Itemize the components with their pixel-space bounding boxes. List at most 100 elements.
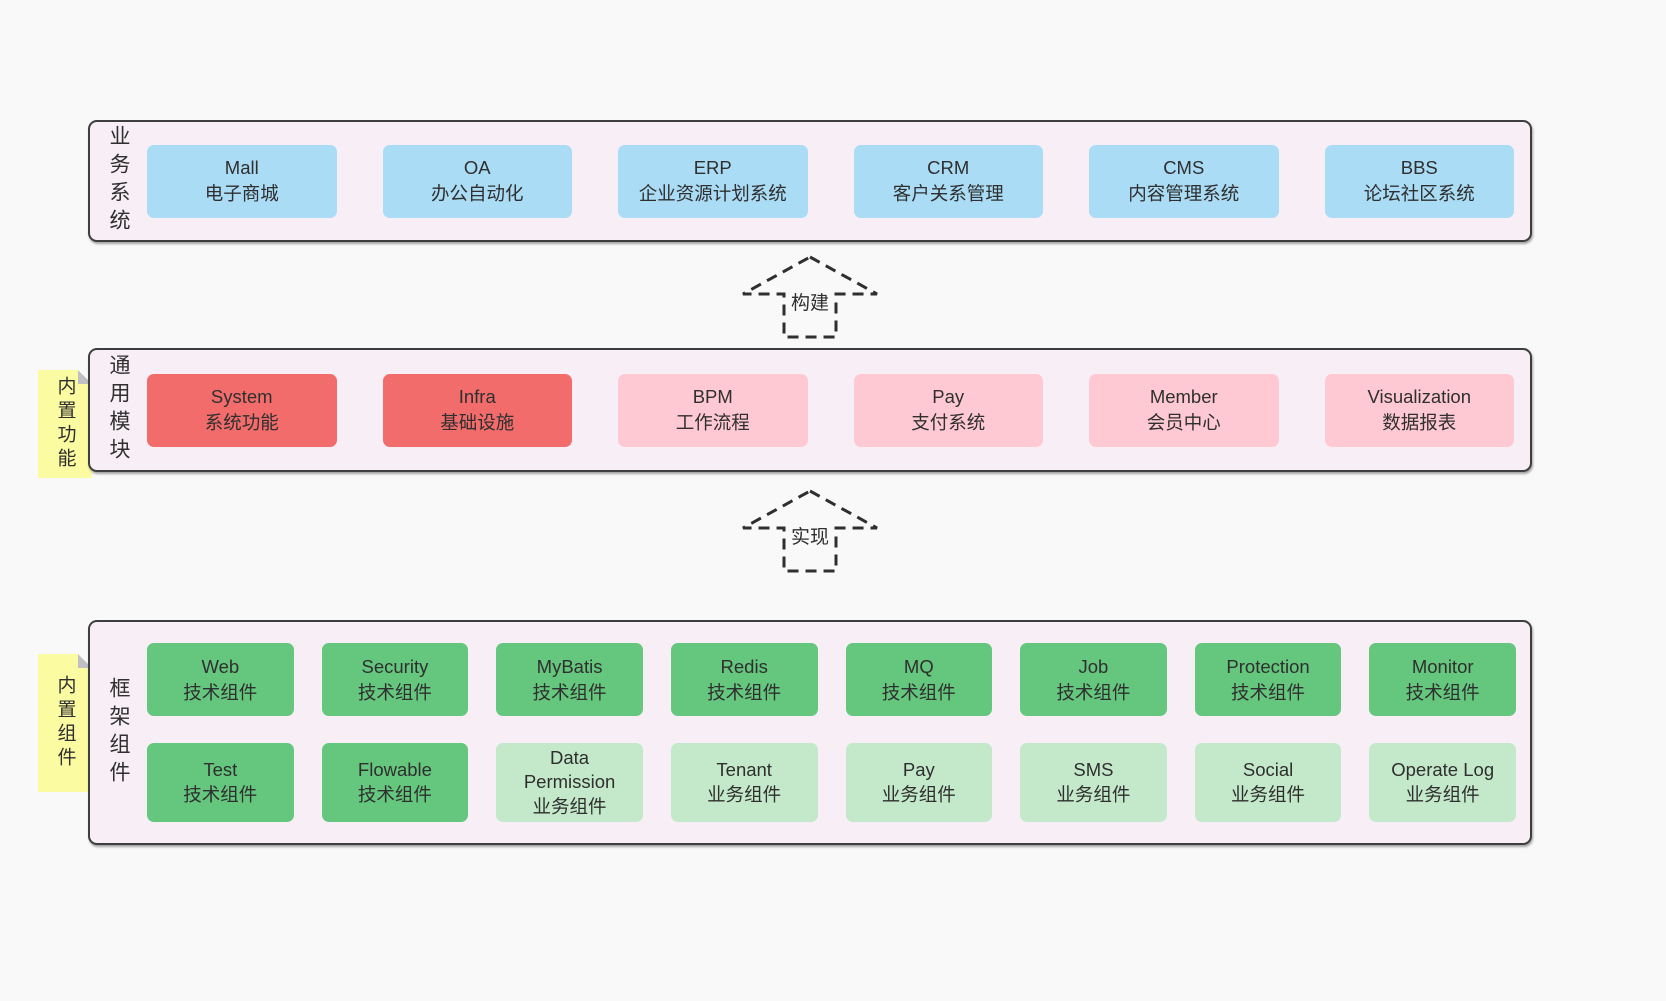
box-mybatis-desc: 技术组件 — [532, 681, 607, 703]
architecture-diagram: 业务系统 Mall 电子商城 OA 办公自动化 ERP 企业资源计划系统 CRM… — [88, 120, 1532, 845]
box-data-permission-desc: 业务组件 — [532, 795, 607, 817]
box-visualization-desc: 数据报表 — [1382, 412, 1457, 433]
box-web-name: Web — [201, 655, 240, 677]
box-flowable: Flowable 技术组件 — [321, 743, 469, 822]
box-mq: MQ 技术组件 — [845, 643, 993, 716]
box-bpm-desc: 工作流程 — [675, 412, 750, 433]
box-pay-module-name: Pay — [932, 386, 965, 408]
box-bpm: BPM 工作流程 — [618, 373, 808, 447]
box-system-name: System — [210, 386, 273, 408]
box-bbs: BBS 论坛社区系统 — [1324, 144, 1514, 218]
sticky-note-built-in-components: 内置组件 — [38, 654, 92, 792]
box-system-desc: 系统功能 — [204, 412, 279, 433]
box-social-name: Social — [1242, 759, 1294, 781]
box-social-desc: 业务组件 — [1231, 783, 1306, 805]
box-mybatis-name: MyBatis — [536, 655, 603, 677]
common-modules-label-text: 通用模块 — [107, 354, 130, 466]
arrow-implement-label: 实现 — [785, 522, 835, 549]
box-security: Security 技术组件 — [321, 643, 469, 716]
box-oa-name: OA — [463, 157, 491, 179]
box-erp-name: ERP — [693, 157, 732, 179]
box-sms-desc: 业务组件 — [1056, 783, 1131, 805]
box-tenant-desc: 业务组件 — [707, 783, 782, 805]
box-web-desc: 技术组件 — [183, 681, 258, 703]
box-erp: ERP 企业资源计划系统 — [618, 144, 808, 218]
box-bpm-name: BPM — [692, 386, 733, 408]
arrow-zone-build: 构建 — [88, 242, 1532, 348]
box-redis: Redis 技术组件 — [670, 643, 818, 716]
box-bbs-name: BBS — [1400, 157, 1438, 179]
box-crm-name: CRM — [927, 157, 970, 179]
box-oa: OA 办公自动化 — [382, 144, 572, 218]
box-flowable-name: Flowable — [357, 759, 432, 781]
box-operate-log-desc: 业务组件 — [1405, 783, 1480, 805]
arrow-zone-implement: 实现 — [88, 472, 1532, 620]
box-system: System 系统功能 — [147, 373, 337, 447]
business-systems-panel: 业务系统 Mall 电子商城 OA 办公自动化 ERP 企业资源计划系统 CRM… — [88, 120, 1532, 242]
sticky-built-in-components-text: 内置组件 — [54, 675, 76, 771]
box-monitor-name: Monitor — [1411, 655, 1474, 677]
box-mall-desc: 电子商城 — [204, 183, 279, 204]
section-common-modules: 内置功能 通用模块 System 系统功能 Infra 基础设施 BPM 工作流… — [88, 348, 1532, 472]
common-modules-label: 通用模块 — [90, 354, 147, 466]
box-job-name: Job — [1078, 655, 1109, 677]
box-mq-desc: 技术组件 — [881, 681, 956, 703]
box-redis-name: Redis — [720, 655, 768, 677]
box-sms-name: SMS — [1073, 759, 1114, 781]
box-job: Job 技术组件 — [1020, 643, 1167, 716]
box-crm-desc: 客户关系管理 — [892, 183, 1004, 204]
box-protection: Protection 技术组件 — [1194, 643, 1342, 716]
business-systems-label-text: 业务系统 — [107, 125, 130, 237]
box-monitor-desc: 技术组件 — [1405, 681, 1480, 703]
box-tenant: Tenant 业务组件 — [670, 743, 818, 822]
box-pay-component: Pay 业务组件 — [845, 743, 993, 822]
business-systems-label: 业务系统 — [90, 125, 147, 237]
box-security-desc: 技术组件 — [357, 681, 432, 703]
box-crm: CRM 客户关系管理 — [853, 144, 1043, 218]
box-mall: Mall 电子商城 — [147, 144, 337, 218]
box-erp-desc: 企业资源计划系统 — [638, 183, 787, 204]
up-arrow-build-icon: 构建 — [740, 254, 880, 340]
box-infra-name: Infra — [458, 386, 496, 408]
sticky-note-built-in-features: 内置功能 — [38, 370, 92, 478]
box-pay-component-name: Pay — [902, 759, 935, 781]
box-member-name: Member — [1149, 386, 1218, 408]
sticky-built-in-features-text: 内置功能 — [54, 376, 76, 472]
box-flowable-desc: 技术组件 — [357, 783, 432, 805]
box-data-permission: Data Permission 业务组件 — [496, 743, 643, 822]
box-visualization: Visualization 数据报表 — [1324, 373, 1514, 447]
box-pay-module-desc: 支付系统 — [911, 412, 986, 433]
box-redis-desc: 技术组件 — [707, 681, 782, 703]
box-test-desc: 技术组件 — [183, 783, 258, 805]
box-job-desc: 技术组件 — [1056, 681, 1131, 703]
section-business-systems: 业务系统 Mall 电子商城 OA 办公自动化 ERP 企业资源计划系统 CRM… — [88, 120, 1532, 242]
box-mybatis: MyBatis 技术组件 — [496, 643, 643, 716]
box-mq-name: MQ — [903, 655, 934, 677]
common-modules-boxes: System 系统功能 Infra 基础设施 BPM 工作流程 Pay 支付系统… — [147, 373, 1530, 447]
box-cms-desc: 内容管理系统 — [1128, 183, 1240, 204]
box-pay-component-desc: 业务组件 — [881, 783, 956, 805]
box-test-name: Test — [203, 759, 238, 781]
box-monitor: Monitor 技术组件 — [1369, 643, 1516, 716]
box-mall-name: Mall — [224, 157, 259, 179]
box-member-desc: 会员中心 — [1146, 412, 1221, 433]
section-framework-components: 内置组件 框架组件 Web 技术组件 Security 技术组件 MyBatis… — [88, 620, 1532, 845]
arrow-build-label: 构建 — [785, 288, 835, 315]
box-protection-desc: 技术组件 — [1231, 681, 1306, 703]
business-systems-boxes: Mall 电子商城 OA 办公自动化 ERP 企业资源计划系统 CRM 客户关系… — [147, 144, 1530, 218]
box-cms: CMS 内容管理系统 — [1089, 144, 1279, 218]
framework-components-label: 框架组件 — [90, 677, 147, 789]
box-tenant-name: Tenant — [716, 759, 772, 781]
box-oa-desc: 办公自动化 — [430, 183, 524, 204]
box-cms-name: CMS — [1163, 157, 1205, 179]
box-social: Social 业务组件 — [1194, 743, 1342, 822]
box-test: Test 技术组件 — [147, 743, 294, 822]
common-modules-panel: 通用模块 System 系统功能 Infra 基础设施 BPM 工作流程 Pay… — [88, 348, 1532, 472]
box-member: Member 会员中心 — [1089, 373, 1279, 447]
box-web: Web 技术组件 — [147, 643, 294, 716]
up-arrow-implement-icon: 实现 — [740, 488, 880, 574]
box-pay-module: Pay 支付系统 — [853, 373, 1043, 447]
box-operate-log-name: Operate Log — [1391, 759, 1495, 781]
framework-components-panel: 框架组件 Web 技术组件 Security 技术组件 MyBatis 技术组件… — [88, 620, 1532, 845]
box-bbs-desc: 论坛社区系统 — [1363, 183, 1475, 204]
